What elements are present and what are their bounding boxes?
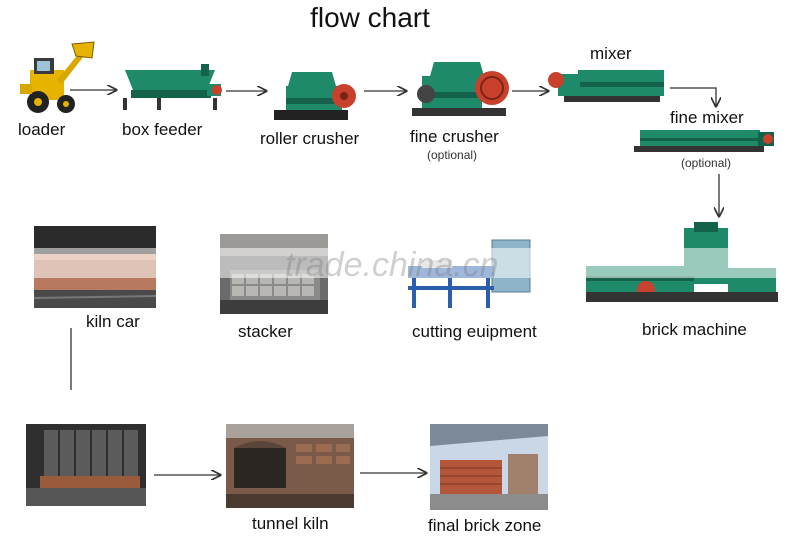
stage-label-kiln-car: kiln car — [86, 312, 140, 331]
stage-label-cutting-equipment: cutting euipment — [412, 322, 537, 341]
stage-label-mixer: mixer — [590, 44, 632, 63]
arrow-tunnel-kiln-to-final-brick-zone — [360, 466, 430, 480]
stage-note-fine-mixer: (optional) — [681, 156, 732, 170]
box-feeder-image — [123, 64, 222, 110]
arrow-kiln-car-stack-to-tunnel-kiln — [154, 468, 224, 482]
fine-mixer-image — [634, 130, 774, 152]
final-brick-zone-image — [430, 424, 548, 510]
stage-label-loader: loader — [18, 120, 66, 139]
stage-label-box-feeder: box feeder — [122, 120, 203, 139]
chart-title: flow chart — [310, 2, 430, 33]
watermark: trade.china.cn — [285, 246, 499, 284]
mixer-image — [548, 70, 664, 102]
arrow-kiln-car-to-tunnel-kiln — [70, 328, 72, 390]
arrow-loader-to-box-feeder — [70, 83, 120, 97]
stage-label-final-brick-zone: final brick zone — [428, 516, 542, 535]
arrow-roller-crusher-to-fine-crusher — [364, 84, 410, 98]
stage-label-fine-mixer: fine mixer — [670, 108, 744, 127]
stage-label-brick-machine: brick machine — [642, 320, 747, 339]
loaded-kiln-car-image — [26, 424, 146, 506]
stage-label-stacker: stacker — [238, 322, 293, 341]
arrow-fine-crusher-to-mixer — [512, 84, 552, 98]
fine-crusher-image — [412, 62, 509, 116]
arrow-box-feeder-to-roller-crusher — [226, 84, 270, 98]
roller-crusher-image — [274, 72, 356, 120]
tunnel-kiln-image — [226, 424, 354, 508]
watermark-band — [30, 248, 790, 278]
arrow-fine-mixer-to-brick-machine — [712, 174, 726, 220]
stage-label-tunnel-kiln: tunnel kiln — [252, 514, 329, 533]
stage-label-fine-crusher: fine crusher — [410, 127, 499, 146]
arrow-mixer-to-fine-mixer — [670, 87, 728, 110]
loader-image — [20, 41, 95, 113]
stage-note-fine-crusher: (optional) — [427, 148, 478, 162]
stage-label-roller-crusher: roller crusher — [260, 129, 360, 148]
